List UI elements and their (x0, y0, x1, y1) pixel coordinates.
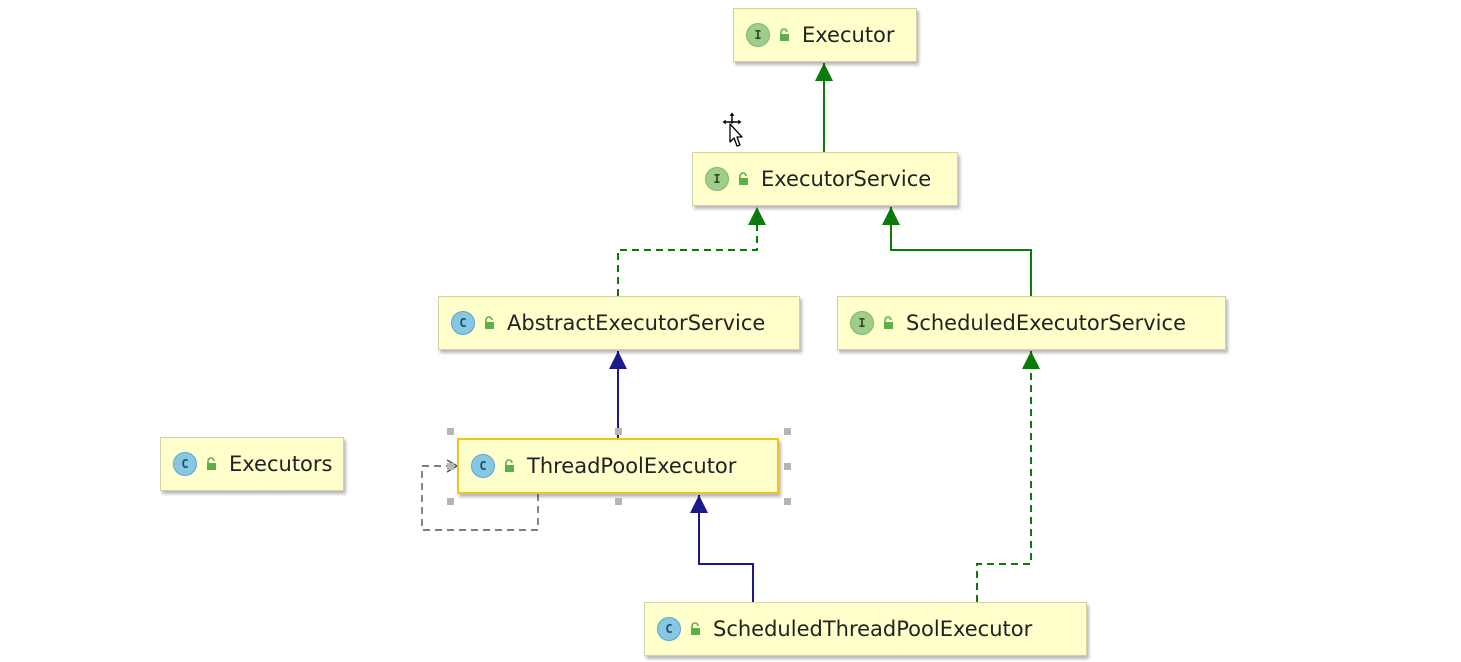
node-label: Executors (229, 452, 333, 476)
unlocked-lock-icon (780, 28, 789, 41)
node-abstract-executor-service[interactable]: C AbstractExecutorService (438, 296, 800, 350)
resize-handle-middle-right[interactable] (784, 463, 791, 470)
node-label: Executor (802, 23, 895, 47)
edge-extends-interface-0[interactable] (815, 63, 833, 152)
class-icon: C (471, 454, 495, 478)
node-executors[interactable]: C Executors (160, 437, 344, 491)
filled-arrowhead-icon (690, 495, 708, 513)
node-thread-pool-executor[interactable]: C ThreadPoolExecutor (457, 438, 779, 494)
edge-line (617, 207, 758, 296)
interface-icon: I (746, 23, 770, 47)
node-label: ThreadPoolExecutor (527, 454, 737, 478)
resize-handle-bottom-middle[interactable] (615, 498, 622, 505)
filled-arrowhead-icon (815, 63, 833, 81)
edge-line (976, 351, 1032, 602)
unlocked-lock-icon (485, 316, 494, 329)
node-label: ExecutorService (761, 167, 932, 191)
class-icon: C (173, 452, 197, 476)
edge-line (698, 495, 754, 602)
node-executor-service[interactable]: I ExecutorService (692, 152, 958, 206)
edge-line (890, 207, 1032, 296)
filled-arrowhead-icon (609, 351, 627, 369)
resize-handle-bottom-left[interactable] (447, 498, 454, 505)
edge-extends-interface-2[interactable] (882, 207, 1032, 296)
node-scheduled-executor-service[interactable]: I ScheduledExecutorService (837, 296, 1226, 350)
interface-icon: I (850, 311, 874, 335)
edge-line (421, 465, 539, 531)
filled-arrowhead-icon (882, 207, 900, 225)
filled-arrowhead-icon (748, 207, 766, 225)
edge-implements-1[interactable] (617, 207, 766, 296)
interface-icon: I (705, 167, 729, 191)
node-label: ScheduledThreadPoolExecutor (713, 617, 1033, 641)
unlocked-lock-icon (505, 459, 514, 472)
edge-extends-3[interactable] (609, 351, 627, 438)
move-cursor-icon (721, 111, 743, 147)
edge-implements-5[interactable] (976, 351, 1040, 602)
resize-handle-top-right[interactable] (784, 428, 791, 435)
resize-handle-top-middle[interactable] (615, 428, 622, 435)
unlocked-lock-icon (884, 316, 893, 329)
unlocked-lock-icon (691, 622, 700, 635)
node-executor[interactable]: I Executor (733, 8, 917, 62)
unlocked-lock-icon (207, 457, 216, 470)
resize-handle-bottom-right[interactable] (784, 498, 791, 505)
node-scheduled-thread-pool-executor[interactable]: C ScheduledThreadPoolExecutor (644, 602, 1087, 656)
class-icon: C (451, 311, 475, 335)
resize-handle-middle-left[interactable] (447, 463, 454, 470)
resize-handle-top-left[interactable] (447, 428, 454, 435)
class-icon: C (657, 617, 681, 641)
unlocked-lock-icon (739, 172, 748, 185)
filled-arrowhead-icon (1022, 351, 1040, 369)
node-label: AbstractExecutorService (507, 311, 766, 335)
edge-extends-4[interactable] (690, 495, 754, 602)
node-label: ScheduledExecutorService (906, 311, 1186, 335)
